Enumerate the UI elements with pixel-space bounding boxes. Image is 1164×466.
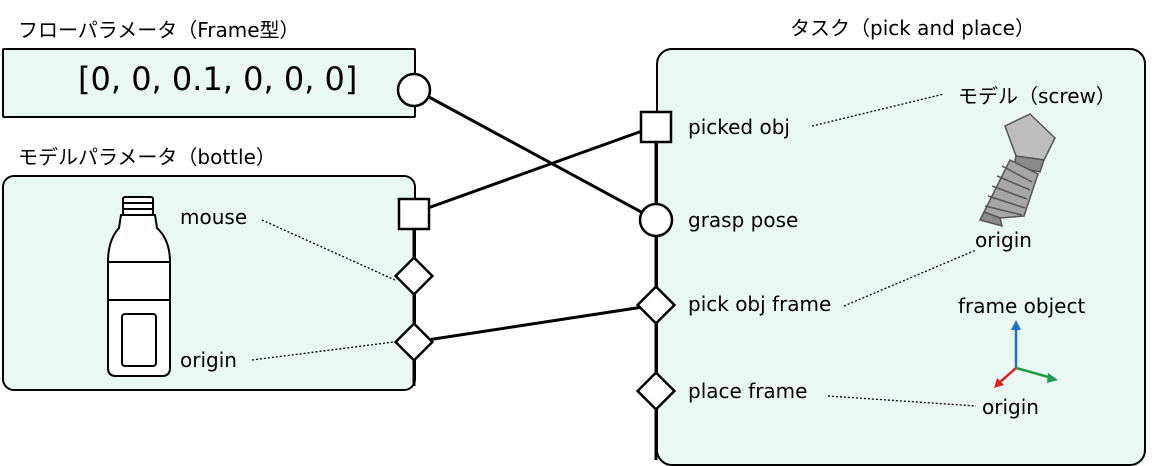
grasp-pose-port[interactable] (638, 202, 674, 238)
screw-origin-label: origin (975, 228, 1032, 252)
flow-param-box (2, 48, 416, 118)
flow-param-title: フローパラメータ（Frame型） (18, 18, 300, 42)
mouse-label: mouse (180, 205, 248, 229)
leader-mouse (261, 219, 396, 281)
screw-illustration (978, 113, 1056, 228)
flow-output-port[interactable] (396, 72, 432, 108)
leader-picked-obj (811, 93, 945, 127)
picked-obj-label: picked obj (688, 115, 790, 139)
place-frame-port[interactable] (635, 370, 677, 412)
bottle-illustration (107, 196, 171, 377)
bottle-origin-label: origin (180, 348, 237, 372)
mouse-frame-port[interactable] (393, 255, 435, 297)
leader-pick-obj-frame (843, 249, 977, 307)
grasp-pose-label: grasp pose (688, 208, 799, 232)
task-box (656, 48, 1146, 466)
origin-frame-port[interactable] (393, 321, 435, 363)
leader-bottle-origin (251, 341, 395, 361)
model-param-title: モデルパラメータ（bottle） (18, 145, 276, 169)
place-frame-label: place frame (688, 379, 808, 403)
leader-place-frame (827, 395, 977, 407)
connector-origin-to-pickframe (413, 303, 657, 344)
frame-origin-label: origin (982, 395, 1039, 419)
pick-obj-frame-port[interactable] (635, 284, 677, 326)
model-object-port[interactable] (397, 197, 431, 231)
picked-obj-port[interactable] (639, 110, 673, 144)
connector-square-to-picked (413, 124, 657, 215)
screw-model-label: モデル（screw） (958, 84, 1116, 108)
frame-object-label: frame object (958, 294, 1086, 318)
task-title: タスク（pick and place） (790, 16, 1035, 40)
flow-param-value: [0, 0, 0.1, 0, 0, 0] (78, 60, 358, 98)
model-param-box (2, 175, 416, 391)
pick-obj-frame-label: pick obj frame (688, 292, 832, 316)
frame-axes-icon (994, 320, 1058, 388)
connector-frame-to-grasp (415, 88, 657, 222)
